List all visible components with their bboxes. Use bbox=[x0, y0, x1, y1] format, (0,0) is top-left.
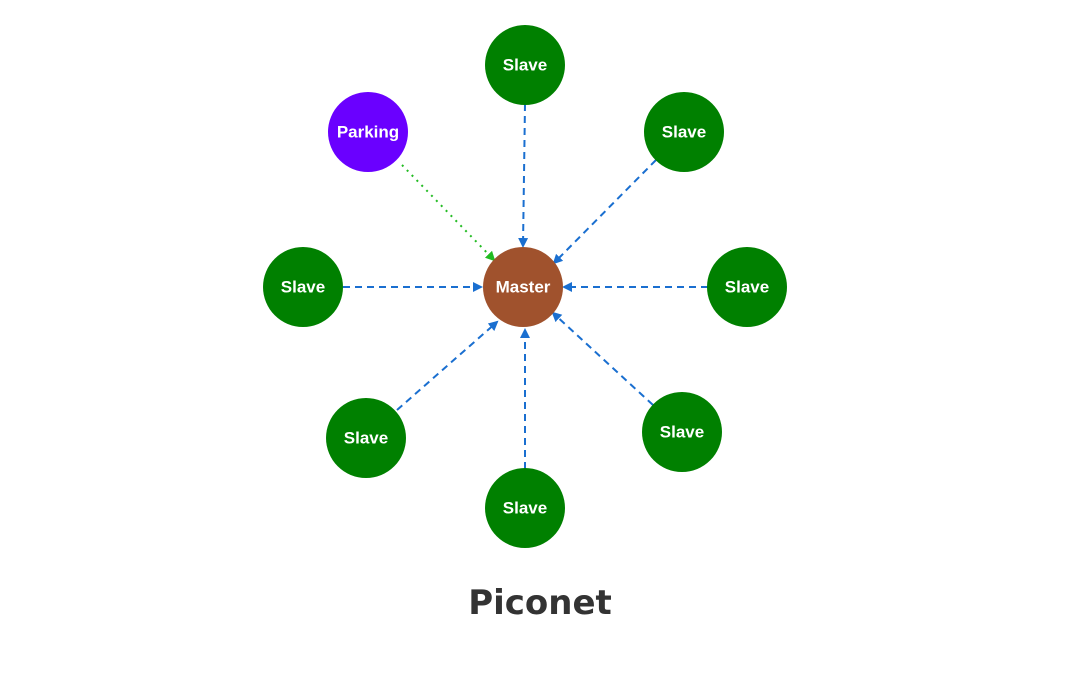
slave-node-top-right[interactable]: Slave bbox=[644, 92, 724, 172]
slave-node-bottom-right[interactable]: Slave bbox=[642, 392, 722, 472]
slave-label: Slave bbox=[503, 56, 547, 75]
slave-label: Slave bbox=[344, 429, 388, 448]
connections bbox=[343, 103, 708, 469]
slave-node-bottom-left[interactable]: Slave bbox=[326, 398, 406, 478]
slave-node-bottom[interactable]: Slave bbox=[485, 468, 565, 548]
parking-label: Parking bbox=[337, 123, 399, 142]
link-parking-to-master bbox=[401, 164, 496, 262]
link-bottom-right-slave-to-master bbox=[551, 311, 654, 406]
slave-label: Slave bbox=[281, 278, 325, 297]
link-top-slave-to-master bbox=[518, 103, 529, 248]
link-top-right-slave-to-master bbox=[552, 159, 657, 265]
master-node[interactable]: Master bbox=[483, 247, 563, 327]
link-bottom-left-slave-to-master bbox=[396, 320, 499, 411]
slave-label: Slave bbox=[725, 278, 769, 297]
slave-node-top[interactable]: Slave bbox=[485, 25, 565, 105]
slave-label: Slave bbox=[503, 499, 547, 518]
slave-node-left[interactable]: Slave bbox=[263, 247, 343, 327]
slave-label: Slave bbox=[660, 423, 704, 442]
parking-node[interactable]: Parking bbox=[328, 92, 408, 172]
diagram-title: Piconet bbox=[468, 583, 612, 623]
slave-node-right[interactable]: Slave bbox=[707, 247, 787, 327]
master-label: Master bbox=[496, 278, 551, 297]
slave-label: Slave bbox=[662, 123, 706, 142]
